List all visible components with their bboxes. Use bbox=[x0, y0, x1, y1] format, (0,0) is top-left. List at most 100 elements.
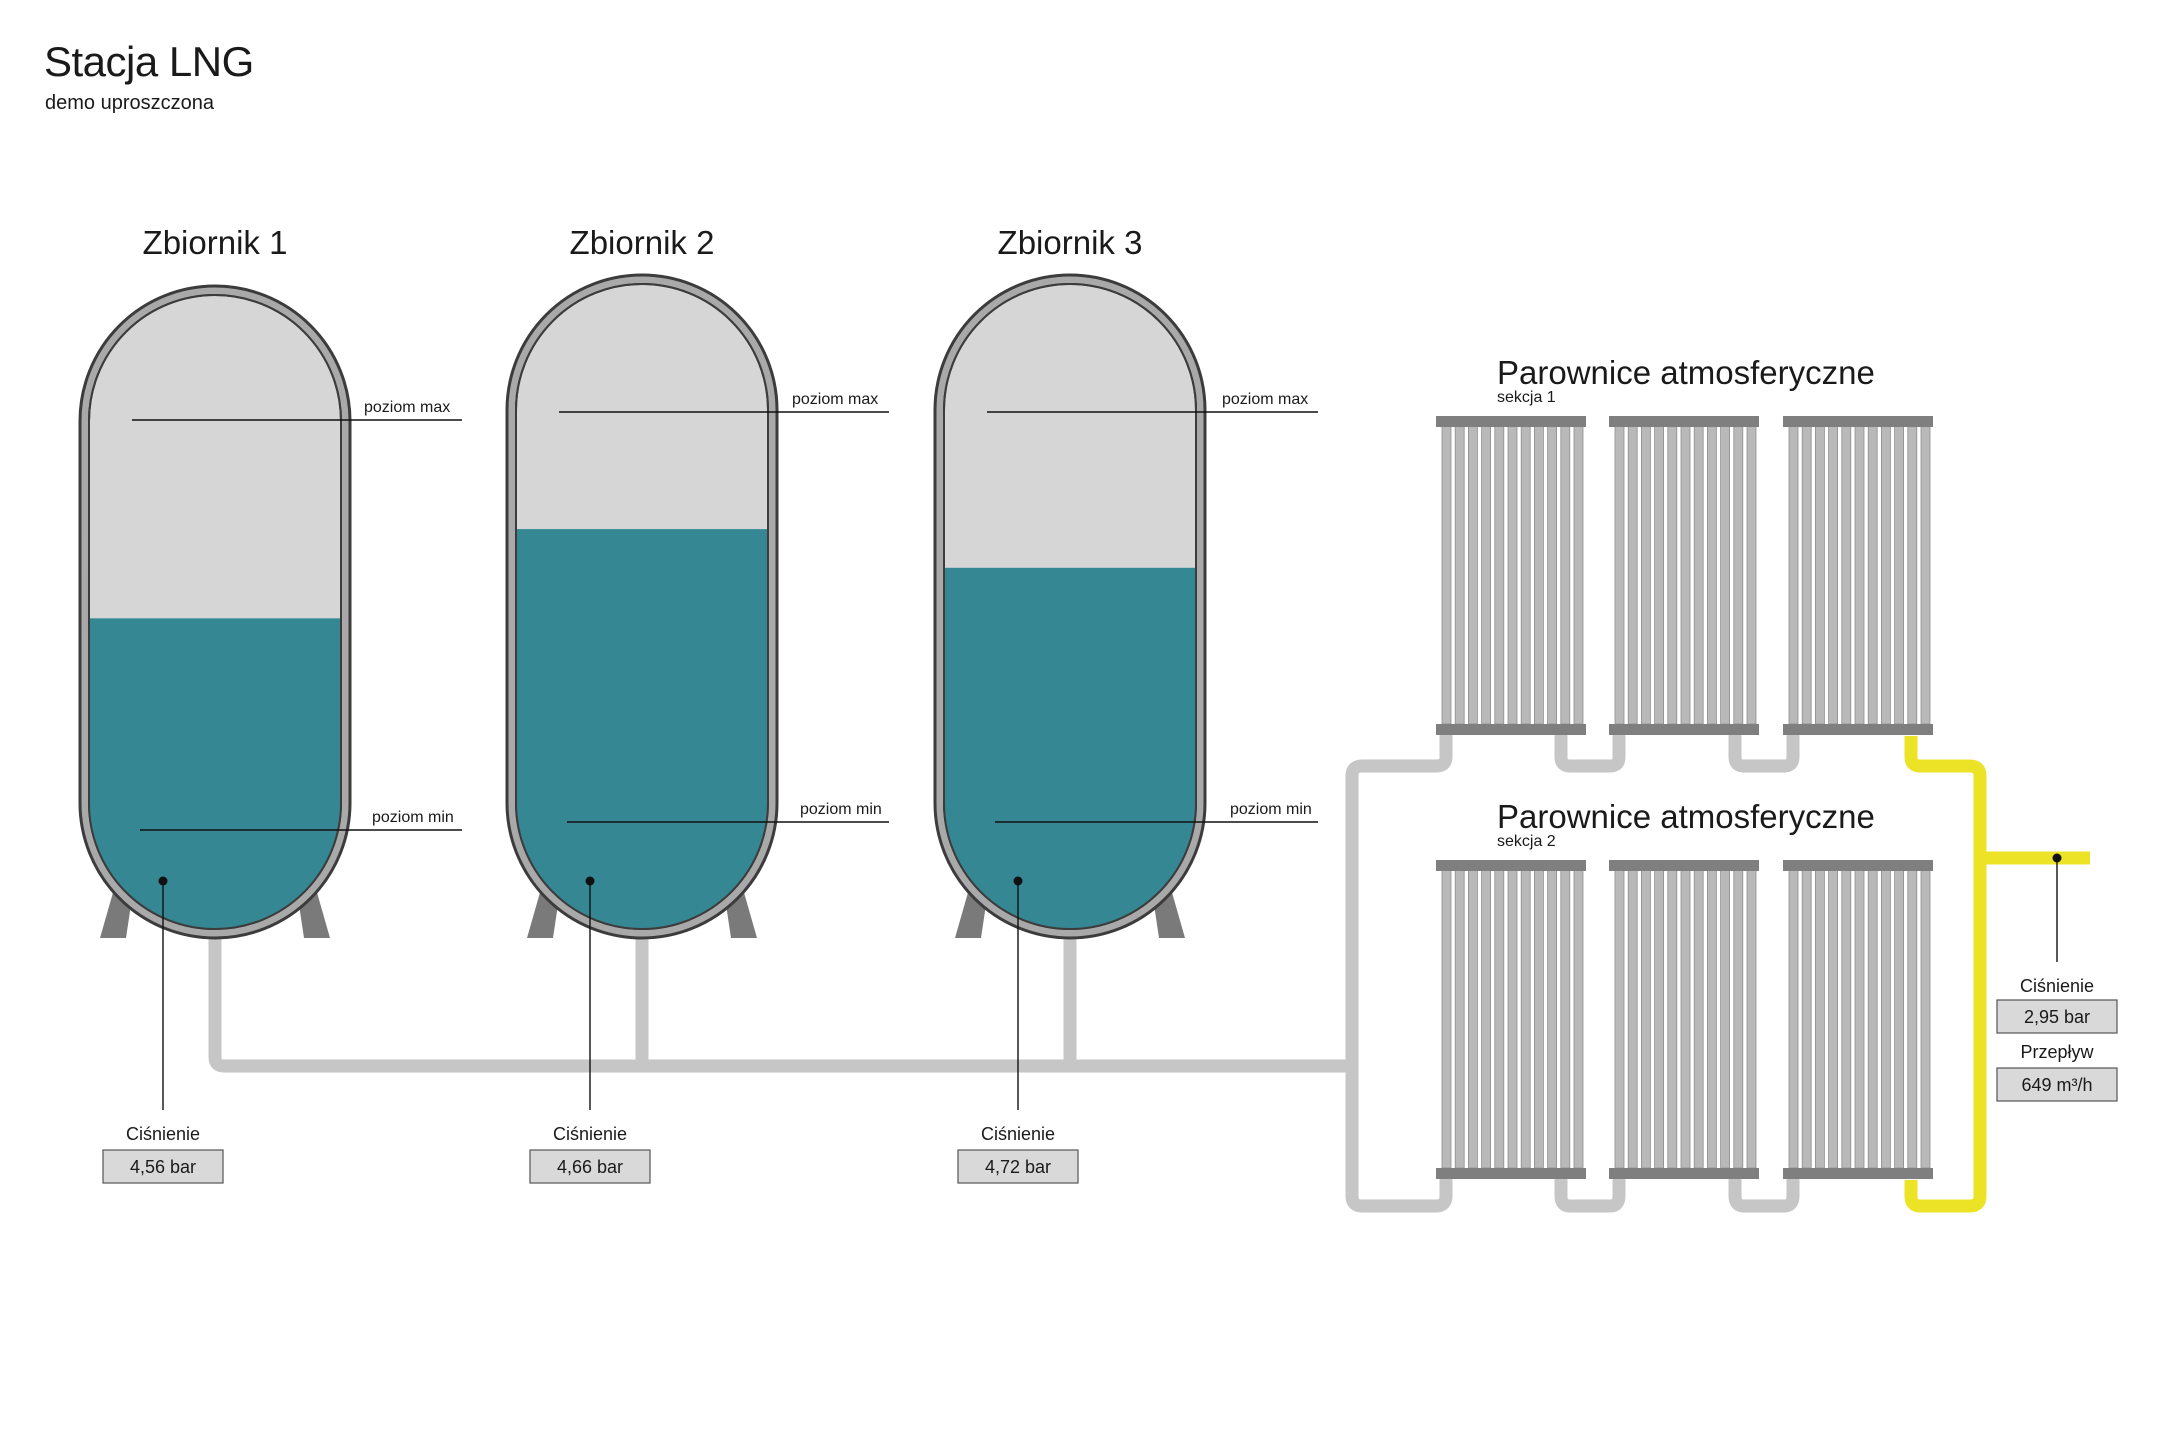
vaporizer-tube bbox=[1441, 423, 1452, 725]
vaporizer-tube bbox=[1573, 867, 1584, 1169]
vaporizer-header bbox=[1436, 416, 1586, 427]
vaporizer-tube bbox=[1746, 423, 1757, 725]
output-flow-value: 649 m³/h bbox=[2021, 1075, 2092, 1095]
vaporizer-tube bbox=[1534, 867, 1544, 1169]
vaporizer-tube bbox=[1627, 423, 1638, 725]
vaporizer-title: Parownice atmosferyczne bbox=[1497, 798, 1875, 835]
vaporizer-tube bbox=[1894, 423, 1904, 725]
vaporizer-tube bbox=[1614, 423, 1625, 725]
pipe-segment bbox=[1728, 1173, 1800, 1213]
tank-liquid bbox=[516, 529, 768, 929]
vaporizer-header bbox=[1436, 860, 1586, 871]
tank-pressure-label: Ciśnienie bbox=[126, 1124, 200, 1144]
vaporizer-unit bbox=[1609, 860, 1759, 1179]
vaporizer-tube bbox=[1907, 867, 1918, 1169]
vaporizer-tube bbox=[1627, 867, 1638, 1169]
pipe-segment bbox=[1554, 729, 1626, 773]
vaporizer-tube bbox=[1614, 867, 1625, 1169]
tank-pressure-label: Ciśnienie bbox=[981, 1124, 1055, 1144]
level-min-label: poziom min bbox=[1230, 801, 1312, 818]
vaporizer-header bbox=[1783, 1168, 1933, 1179]
output-pressure-label: Ciśnienie bbox=[2020, 976, 2094, 996]
output-flow-label: Przepływ bbox=[2020, 1042, 2094, 1062]
vaporizer-unit bbox=[1436, 860, 1586, 1179]
vaporizer-tube bbox=[1481, 423, 1491, 725]
vaporizer-tube bbox=[1560, 423, 1571, 725]
pipe-segment bbox=[208, 931, 1359, 1073]
output-pipeline bbox=[1904, 736, 2090, 1213]
vaporizer-tube bbox=[1468, 423, 1478, 725]
vaporizer-tube bbox=[1573, 423, 1584, 725]
vaporizer-tube bbox=[1788, 423, 1799, 725]
vaporizer-tube bbox=[1841, 867, 1852, 1169]
vaporizer-tube bbox=[1867, 423, 1878, 725]
vaporizer-tube bbox=[1788, 867, 1799, 1169]
output-pressure-box bbox=[1996, 999, 2118, 1034]
vaporizer-tube bbox=[1881, 867, 1891, 1169]
level-max-label: poziom max bbox=[1222, 391, 1308, 408]
vaporizer-tube bbox=[1667, 423, 1678, 725]
vaporizer-tube bbox=[1680, 423, 1691, 725]
vaporizer-tube bbox=[1881, 423, 1891, 725]
vaporizer-tube bbox=[1907, 423, 1918, 725]
vaporizer-tube bbox=[1641, 423, 1651, 725]
vaporizer-tube bbox=[1520, 423, 1531, 725]
gas-pipeline bbox=[208, 729, 1800, 1213]
tank-liquid bbox=[944, 567, 1196, 929]
vaporizer-section-label: sekcja 1 bbox=[1497, 389, 1556, 406]
vaporizer-title: Parownice atmosferyczne bbox=[1497, 354, 1875, 391]
vaporizer-header bbox=[1436, 724, 1586, 735]
vaporizer-header bbox=[1436, 1168, 1586, 1179]
pipe-segment bbox=[1345, 729, 1453, 1073]
tank-pressure-box bbox=[102, 1149, 224, 1184]
vaporizer-tube bbox=[1801, 423, 1812, 725]
vaporizer-tube bbox=[1801, 867, 1812, 1169]
vaporizer-unit bbox=[1609, 416, 1759, 735]
vaporizer-tube bbox=[1507, 423, 1518, 725]
page-subtitle: demo uproszczona bbox=[45, 92, 214, 114]
vaporizer-unit bbox=[1436, 416, 1586, 735]
vaporizer-tube bbox=[1894, 867, 1904, 1169]
vaporizer-tube bbox=[1733, 867, 1744, 1169]
vaporizer-tube bbox=[1560, 867, 1571, 1169]
vaporizer-tube bbox=[1654, 867, 1664, 1169]
vaporizer-header bbox=[1609, 1168, 1759, 1179]
vaporizer-tube bbox=[1520, 867, 1531, 1169]
vaporizer-header bbox=[1609, 860, 1759, 871]
tank-interior-outline bbox=[943, 283, 1197, 930]
output-flow-box bbox=[1996, 1067, 2118, 1102]
vaporizer-tube bbox=[1547, 867, 1557, 1169]
vaporizer-tube bbox=[1707, 423, 1717, 725]
tank-pressure-value: 4,72 bar bbox=[985, 1157, 1051, 1177]
vaporizer-unit bbox=[1783, 416, 1933, 735]
vaporizer-tube bbox=[1720, 867, 1730, 1169]
tank-interior-outline bbox=[515, 283, 769, 930]
tank-pressure-value: 4,56 bar bbox=[130, 1157, 196, 1177]
vaporizer-tube bbox=[1828, 423, 1838, 725]
vaporizer-tube bbox=[1494, 867, 1505, 1169]
tank-title: Zbiornik 2 bbox=[570, 224, 715, 261]
vaporizer-tube bbox=[1720, 423, 1730, 725]
vaporizer-tube bbox=[1815, 423, 1825, 725]
vaporizer-header bbox=[1783, 860, 1933, 871]
vaporizer-tube bbox=[1815, 867, 1825, 1169]
vaporizer-tube bbox=[1654, 423, 1664, 725]
vaporizer-tube bbox=[1828, 867, 1838, 1169]
tank-pressure-label: Ciśnienie bbox=[553, 1124, 627, 1144]
vaporizer-tube bbox=[1746, 867, 1757, 1169]
level-max-label: poziom max bbox=[364, 399, 450, 416]
vaporizer-unit bbox=[1783, 860, 1933, 1179]
level-max-label: poziom max bbox=[792, 391, 878, 408]
vaporizer-header bbox=[1609, 416, 1759, 427]
vaporizer-tube bbox=[1693, 423, 1704, 725]
vaporizer-tube bbox=[1494, 423, 1505, 725]
vaporizer-tube bbox=[1920, 867, 1931, 1169]
pipe-segment bbox=[1345, 1059, 1453, 1213]
tank-liquid bbox=[89, 618, 341, 929]
